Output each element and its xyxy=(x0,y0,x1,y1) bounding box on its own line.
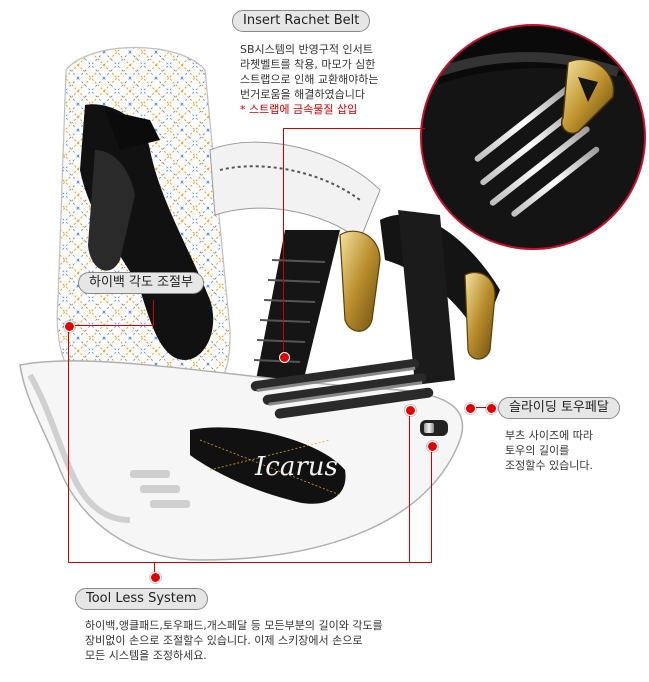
ratchet-line-2: 라쳇벨트를 착용, 마모가 심한 xyxy=(240,58,376,71)
tool-less-line-1: 하이백,앵클패드,토우패드,개스페달 등 모든부분의 길이와 각도를 xyxy=(85,619,383,632)
marker-tool-bottom xyxy=(150,572,161,583)
connector-line-highback-h xyxy=(68,325,154,326)
connector-line-tool-left xyxy=(68,325,69,563)
tool-less-description: 하이백,앵클패드,토우패드,개스페달 등 모든부분의 길이와 각도를 장비없이 … xyxy=(85,618,383,663)
connector-line-toe xyxy=(470,407,490,408)
connector-line-ratchet-v xyxy=(283,128,284,356)
toe-pedal-line-3: 조정할수 있습니다. xyxy=(505,459,593,472)
connector-line-highback-v xyxy=(153,300,154,326)
tool-less-line-2: 장비없이 손으로 조절할수 있습니다. 이제 스키장에서 손으로 xyxy=(85,634,363,647)
product-logo: Icarus xyxy=(254,452,338,482)
toe-pedal-line-2: 토우의 길이를 xyxy=(505,444,570,457)
ratchet-zoom-inset xyxy=(420,24,646,250)
tool-less-line-3: 모든 시스템을 조정하세요. xyxy=(85,649,207,662)
marker-tool-b xyxy=(427,441,438,452)
connector-line-ratchet-h xyxy=(283,128,425,129)
connector-line-tool-drop xyxy=(154,562,155,576)
toe-pedal-title-pill: 슬라이딩 토우페달 xyxy=(498,397,620,419)
toe-pedal-line-1: 부츠 사이즈에 따라 xyxy=(505,429,593,442)
marker-toe-connector xyxy=(486,403,497,414)
ratchet-line-3: 스트랩으로 인해 교환해야하는 xyxy=(240,73,379,86)
ratchet-warning: * 스트랩에 금속물질 삽입 xyxy=(240,103,358,116)
connector-line-tool-right xyxy=(431,446,432,563)
marker-ratchet xyxy=(279,352,290,363)
ratchet-line-1: SB시스템의 반영구적 인서트 xyxy=(240,43,373,56)
marker-highback xyxy=(64,321,75,332)
ratchet-description: SB시스템의 반영구적 인서트 라쳇벨트를 착용, 마모가 심한 스트랩으로 인… xyxy=(240,42,379,117)
marker-tool-a xyxy=(405,405,416,416)
ratchet-title-pill: Insert Rachet Belt xyxy=(232,10,371,32)
marker-toe-pedal xyxy=(465,403,476,414)
toe-pedal-description: 부츠 사이즈에 따라 토우의 길이를 조정할수 있습니다. xyxy=(505,428,593,473)
connector-line-tool-mid xyxy=(409,410,410,563)
ratchet-line-4: 번거로움을 해결하였습니다 xyxy=(240,88,365,101)
tool-less-title-pill: Tool Less System xyxy=(75,588,208,610)
highback-title-pill: 하이백 각도 조절부 xyxy=(78,272,204,294)
connector-line-tool-bottom xyxy=(68,562,432,563)
